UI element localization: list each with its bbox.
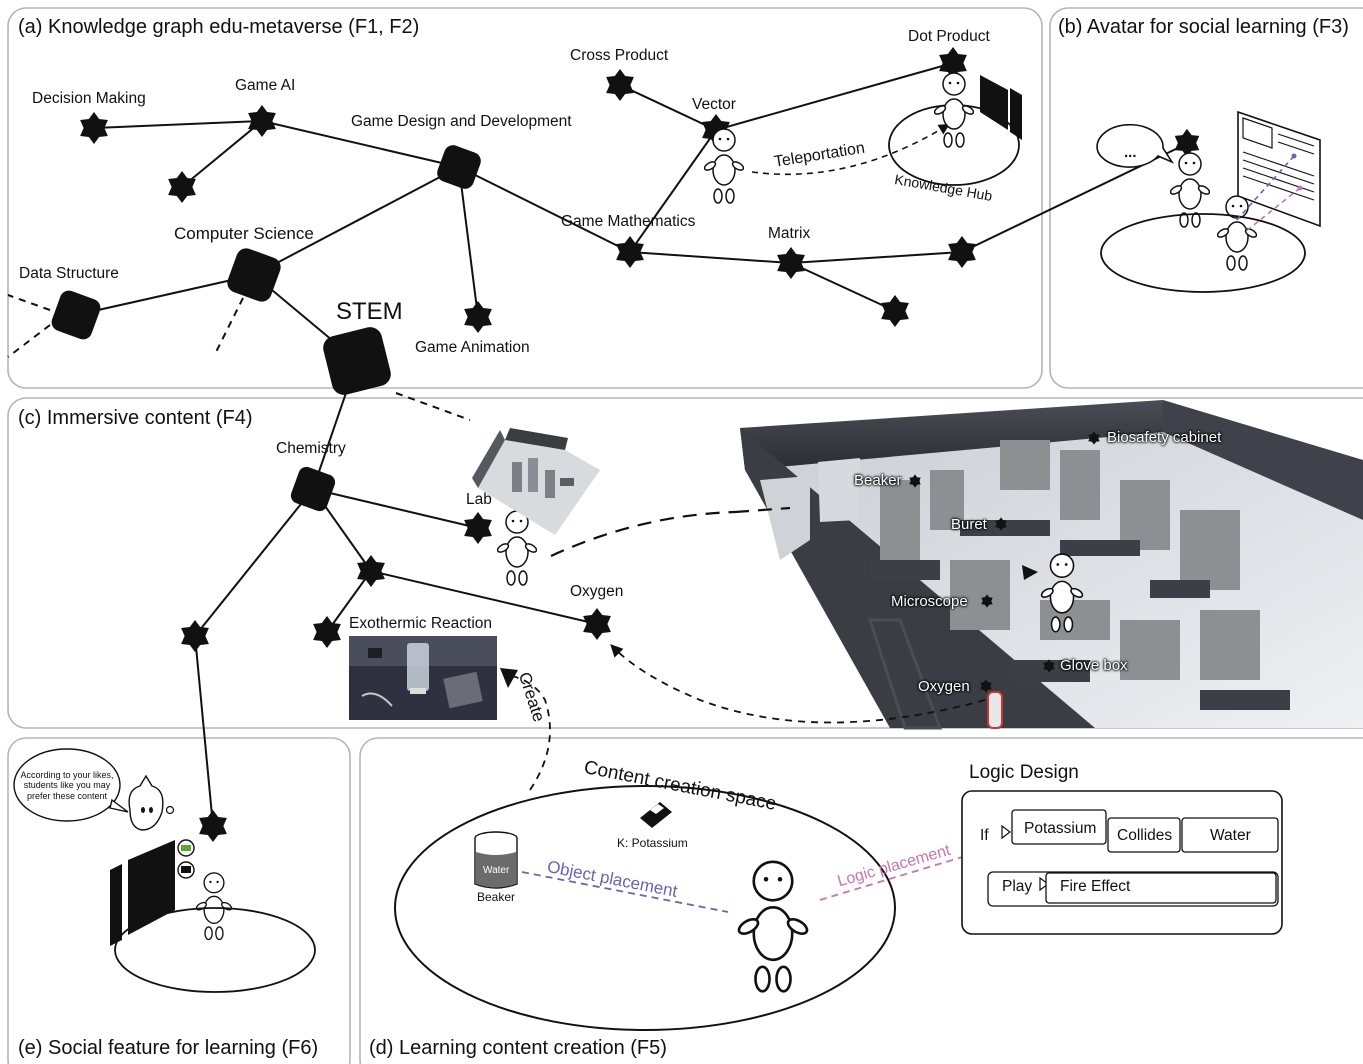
panel-b-frame [1049, 7, 1363, 389]
speech-dots: ... [1124, 144, 1137, 161]
label-game-animation: Game Animation [415, 339, 530, 356]
node-game-mathematics [616, 235, 644, 269]
recommend-screen [128, 840, 175, 935]
potassium-label: K: Potassium [617, 836, 688, 850]
lab-label-microscope: Microscope [891, 593, 968, 610]
node-game-animation [464, 300, 492, 334]
creation-space [394, 785, 896, 1031]
logic-play: Play [1002, 878, 1033, 895]
label-game-ai: Game AI [235, 77, 296, 94]
logic-object-b: Water [1210, 827, 1251, 844]
label-cross-product: Cross Product [570, 47, 669, 64]
panel-c-frame [7, 397, 1363, 729]
logic-if: If [980, 827, 989, 844]
logic-object-a: Potassium [1024, 820, 1097, 837]
panel-d-title: (d) Learning content creation (F5) [369, 1037, 667, 1059]
node-computer-science [227, 248, 281, 302]
speech-bubble [1096, 123, 1175, 168]
panel-d-frame [359, 737, 1363, 1064]
label-vector: Vector [692, 96, 736, 113]
panel-a-title: (a) Knowledge graph edu-metaverse (F1, F… [18, 16, 420, 38]
label-stem: STEM [336, 298, 403, 325]
node-exothermic-reaction [313, 615, 341, 649]
avatar-e [196, 872, 232, 941]
lab-label-buret: Buret [951, 516, 987, 533]
label-game-design: Game Design and Development [351, 113, 572, 130]
logic-placement-line [819, 841, 1013, 901]
panel-e-frame [7, 737, 351, 1064]
node-cross-product [606, 68, 634, 102]
label-game-mathematics: Game Mathematics [561, 213, 696, 230]
label-computer-science: Computer Science [174, 224, 314, 243]
label-matrix: Matrix [768, 225, 811, 242]
node-chemistry [290, 466, 336, 512]
label-oxygen: Oxygen [570, 583, 624, 600]
label-data-structure: Data Structure [19, 265, 119, 282]
logic-effect: Fire Effect [1060, 878, 1131, 895]
label-exothermic-reaction: Exothermic Reaction [349, 615, 493, 632]
logic-relation: Collides [1117, 827, 1173, 844]
block-effect [1045, 872, 1277, 904]
category-nodes [51, 145, 481, 512]
node-decision-making [80, 111, 108, 145]
lab-label-glove-box: Glove box [1060, 657, 1128, 674]
lab-label-oxygen: Oxygen [918, 678, 970, 695]
lab-thumbnail [472, 428, 600, 535]
panel-c-title: (c) Immersive content (F4) [18, 407, 253, 429]
panel-e-title: (e) Social feature for learning (F6) [18, 1037, 319, 1059]
graph-dashed-edges [7, 294, 471, 421]
social-platform-e [114, 907, 316, 993]
avatar-creator [734, 860, 812, 994]
block-object-b [1181, 817, 1279, 853]
recommendation-text: According to your likes, students like y… [20, 770, 114, 801]
board [1237, 110, 1321, 228]
graph-edges [75, 62, 1181, 827]
teleportation-arrow [751, 123, 950, 176]
node-data-structure [51, 290, 101, 340]
object-placement-line [521, 871, 729, 913]
node-game-design [437, 145, 481, 189]
lab-link [550, 510, 736, 557]
potassium-object [640, 802, 672, 828]
hub-screen [980, 75, 1008, 130]
beaker-content-label: Water [483, 865, 510, 876]
avatar-lab [497, 510, 537, 586]
social-platform [1100, 213, 1306, 293]
panel-b-title: (b) Avatar for social learning (F3) [1058, 16, 1349, 38]
oxygen-arrow [610, 644, 986, 724]
logic-design-title: Logic Design [969, 762, 1079, 783]
recommend-bubble [13, 748, 121, 822]
label-lab: Lab [466, 491, 492, 508]
block-object-a [1011, 809, 1107, 845]
cat-icon [128, 774, 175, 831]
node-game-ai [248, 104, 276, 138]
node-matrix [777, 246, 805, 280]
block-relation [1107, 817, 1181, 853]
node-oxygen [583, 607, 611, 641]
avatar-hub [934, 72, 974, 148]
lab-label-beaker: Beaker [854, 472, 902, 489]
beaker-object [474, 831, 518, 889]
label-dot-product: Dot Product [908, 28, 990, 45]
label-decision-making: Decision Making [32, 90, 146, 107]
node-stem [323, 327, 391, 395]
avatar-b-2 [1217, 195, 1257, 271]
exothermic-image [349, 636, 497, 720]
lab-label-biosafety-cabinet: Biosafety cabinet [1107, 429, 1222, 446]
panel-a-frame [7, 7, 1043, 389]
logic-design-box [961, 790, 1283, 935]
beaker-label: Beaker [477, 890, 516, 904]
label-chemistry: Chemistry [276, 440, 346, 457]
node-lab [464, 511, 492, 545]
create-arrow [511, 675, 551, 791]
